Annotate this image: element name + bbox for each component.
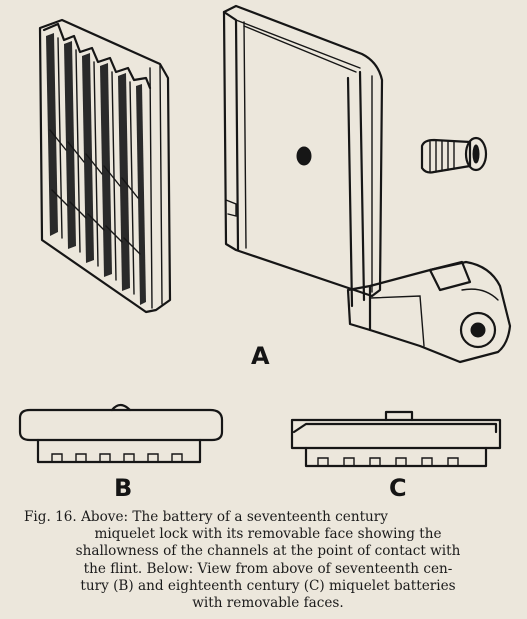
caption-line: tury (B) and eighteenth century (C) miqu… xyxy=(80,577,456,594)
battery-frame-drawing xyxy=(222,4,512,364)
label-a: A xyxy=(251,342,270,370)
screw-drawing xyxy=(420,136,488,174)
battery-illustration xyxy=(18,4,512,468)
figure-caption: Fig. 16. Above: The battery of a sevente… xyxy=(24,509,512,612)
battery-b-top-view xyxy=(18,403,224,464)
battery-c-top-view xyxy=(290,410,502,468)
caption-line: shallowness of the channels at the point… xyxy=(75,543,461,560)
caption-line: the flint. Below: View from above of sev… xyxy=(83,560,453,577)
label-c: C xyxy=(389,474,407,502)
caption-line: Fig. 16. Above: The battery of a sevente… xyxy=(24,509,388,525)
removable-face-drawing xyxy=(38,18,172,314)
caption-line: miquelet lock with its removable face sh… xyxy=(94,526,442,543)
caption-line: with removable faces. xyxy=(192,595,344,612)
label-b: B xyxy=(114,474,133,502)
